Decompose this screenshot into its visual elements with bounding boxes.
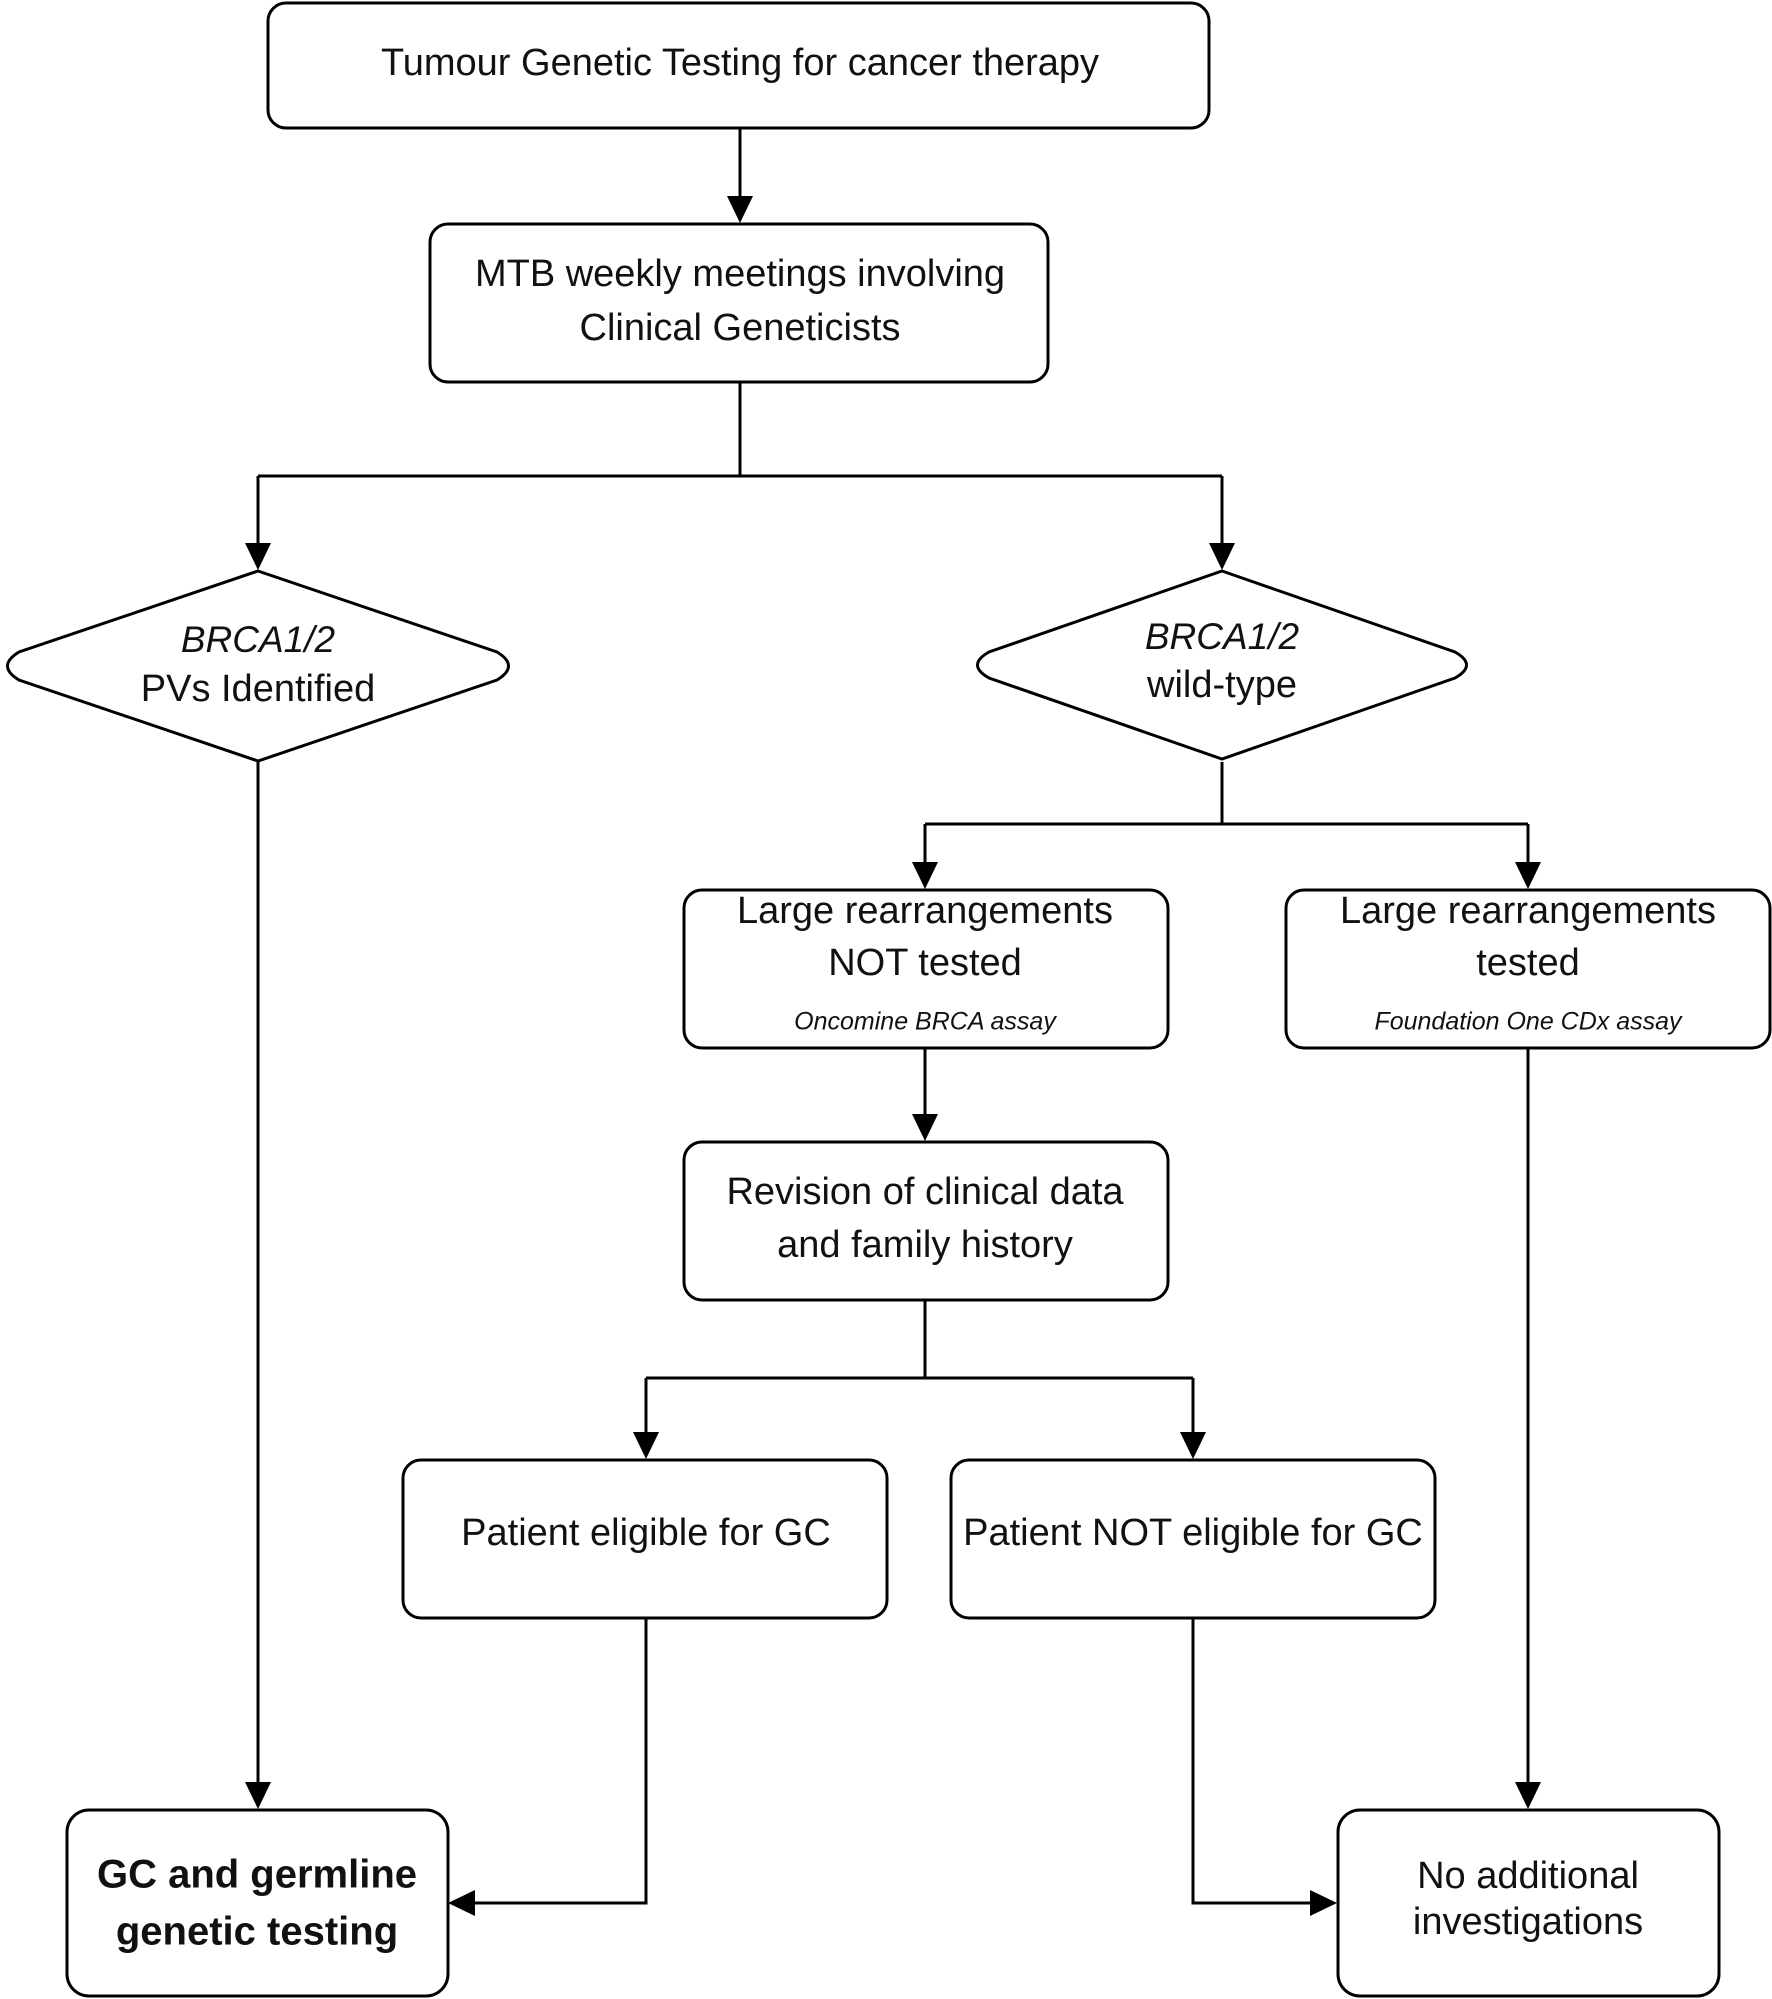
edge-wildtype-split <box>925 762 1528 826</box>
node-tumour-testing: Tumour Genetic Testing for cancer therap… <box>266 1 1211 130</box>
node-gc-germline-testing: GC and germline genetic testing <box>65 1808 450 1998</box>
node-no-additional-investigations: No additional investigations <box>1336 1808 1721 1998</box>
arrowhead-right <box>1310 1890 1337 1916</box>
node-revision-line-1: Revision of clinical data <box>726 1171 1124 1213</box>
edge-mtb-split <box>258 382 1222 478</box>
arrowheads <box>245 196 1541 1916</box>
node-pvs-identified: BRCA1/2 PVs Identified <box>6 569 510 763</box>
edge-eligible-to-gc <box>475 1618 648 1905</box>
node-tested-line-2: tested <box>1476 942 1580 984</box>
node-tumour-testing-label: Tumour Genetic Testing for cancer therap… <box>381 42 1099 84</box>
arrowhead-down <box>912 862 938 889</box>
node-wild-type-gene: BRCA1/2 <box>1145 616 1300 657</box>
node-tested-line-1: Large rearrangements <box>1340 890 1716 932</box>
node-eligible-label: Patient eligible for GC <box>461 1512 831 1554</box>
node-patient-not-eligible: Patient NOT eligible for GC <box>949 1458 1437 1620</box>
node-rearrangements-tested: Large rearrangements tested Foundation O… <box>1284 888 1772 1050</box>
node-pvs-identified-gene: BRCA1/2 <box>181 619 336 660</box>
node-no-investigations-line-1: No additional <box>1417 1855 1639 1897</box>
node-mtb-meetings-line-2: Clinical Geneticists <box>580 307 901 349</box>
node-not-tested-line-2: NOT tested <box>828 942 1022 984</box>
connectors <box>256 128 1530 1905</box>
arrowhead-down <box>727 196 753 223</box>
node-gc-germline-line-1: GC and germline <box>97 1853 417 1897</box>
arrowhead-down <box>1209 543 1235 570</box>
node-wild-type: BRCA1/2 wild-type <box>976 569 1468 761</box>
node-pvs-identified-label: PVs Identified <box>141 668 375 710</box>
arrowhead-down <box>1515 1782 1541 1809</box>
arrowhead-down <box>245 543 271 570</box>
node-revision-line-2: and family history <box>777 1224 1073 1266</box>
arrowhead-down <box>1180 1432 1206 1459</box>
arrowhead-left <box>448 1890 475 1916</box>
node-revision: Revision of clinical data and family his… <box>682 1140 1170 1302</box>
node-not-eligible-label: Patient NOT eligible for GC <box>963 1512 1423 1554</box>
node-tested-assay: Foundation One CDx assay <box>1374 1008 1683 1036</box>
node-rearrangements-not-tested: Large rearrangements NOT tested Oncomine… <box>682 888 1170 1050</box>
node-wild-type-label: wild-type <box>1146 664 1297 706</box>
node-patient-eligible: Patient eligible for GC <box>401 1458 889 1620</box>
node-gc-germline-line-2: genetic testing <box>116 1910 398 1954</box>
arrowhead-down <box>245 1782 271 1809</box>
node-not-tested-line-1: Large rearrangements <box>737 890 1113 932</box>
arrowhead-down <box>633 1432 659 1459</box>
node-mtb-meetings-line-1: MTB weekly meetings involving <box>475 253 1005 295</box>
arrowhead-down <box>912 1114 938 1141</box>
edge-revision-split <box>646 1300 1193 1380</box>
node-not-tested-assay: Oncomine BRCA assay <box>794 1008 1057 1036</box>
arrowhead-down <box>1515 862 1541 889</box>
edge-not-eligible-to-no-inv <box>1191 1618 1310 1905</box>
node-mtb-meetings: MTB weekly meetings involving Clinical G… <box>428 222 1050 384</box>
node-no-investigations-line-2: investigations <box>1413 1901 1643 1943</box>
